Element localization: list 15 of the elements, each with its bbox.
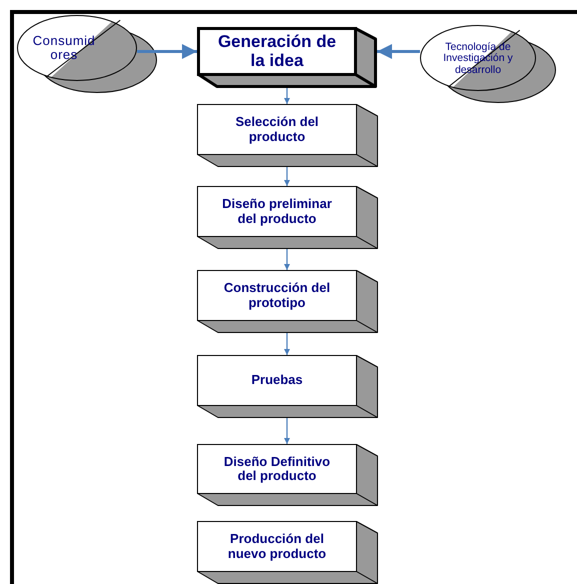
- node-label: Selección del producto: [234, 115, 320, 144]
- arrow: [284, 167, 290, 186]
- arrow: [284, 249, 290, 270]
- arrow: [284, 88, 290, 104]
- arrow: [284, 333, 290, 355]
- arrow: [284, 418, 290, 444]
- arrow: [137, 44, 197, 59]
- arrow: [377, 44, 420, 59]
- node-label: Generación de la idea: [216, 32, 338, 70]
- node-label: Diseño Definitivo del producto: [222, 454, 332, 484]
- node-label: Diseño preliminar del producto: [221, 197, 333, 226]
- node-label: Construcción del prototipo: [222, 281, 332, 310]
- node-label: Producción del nuevo producto: [226, 532, 328, 561]
- node-label: Pruebas: [251, 373, 303, 388]
- node-label: Consumidores: [32, 34, 96, 62]
